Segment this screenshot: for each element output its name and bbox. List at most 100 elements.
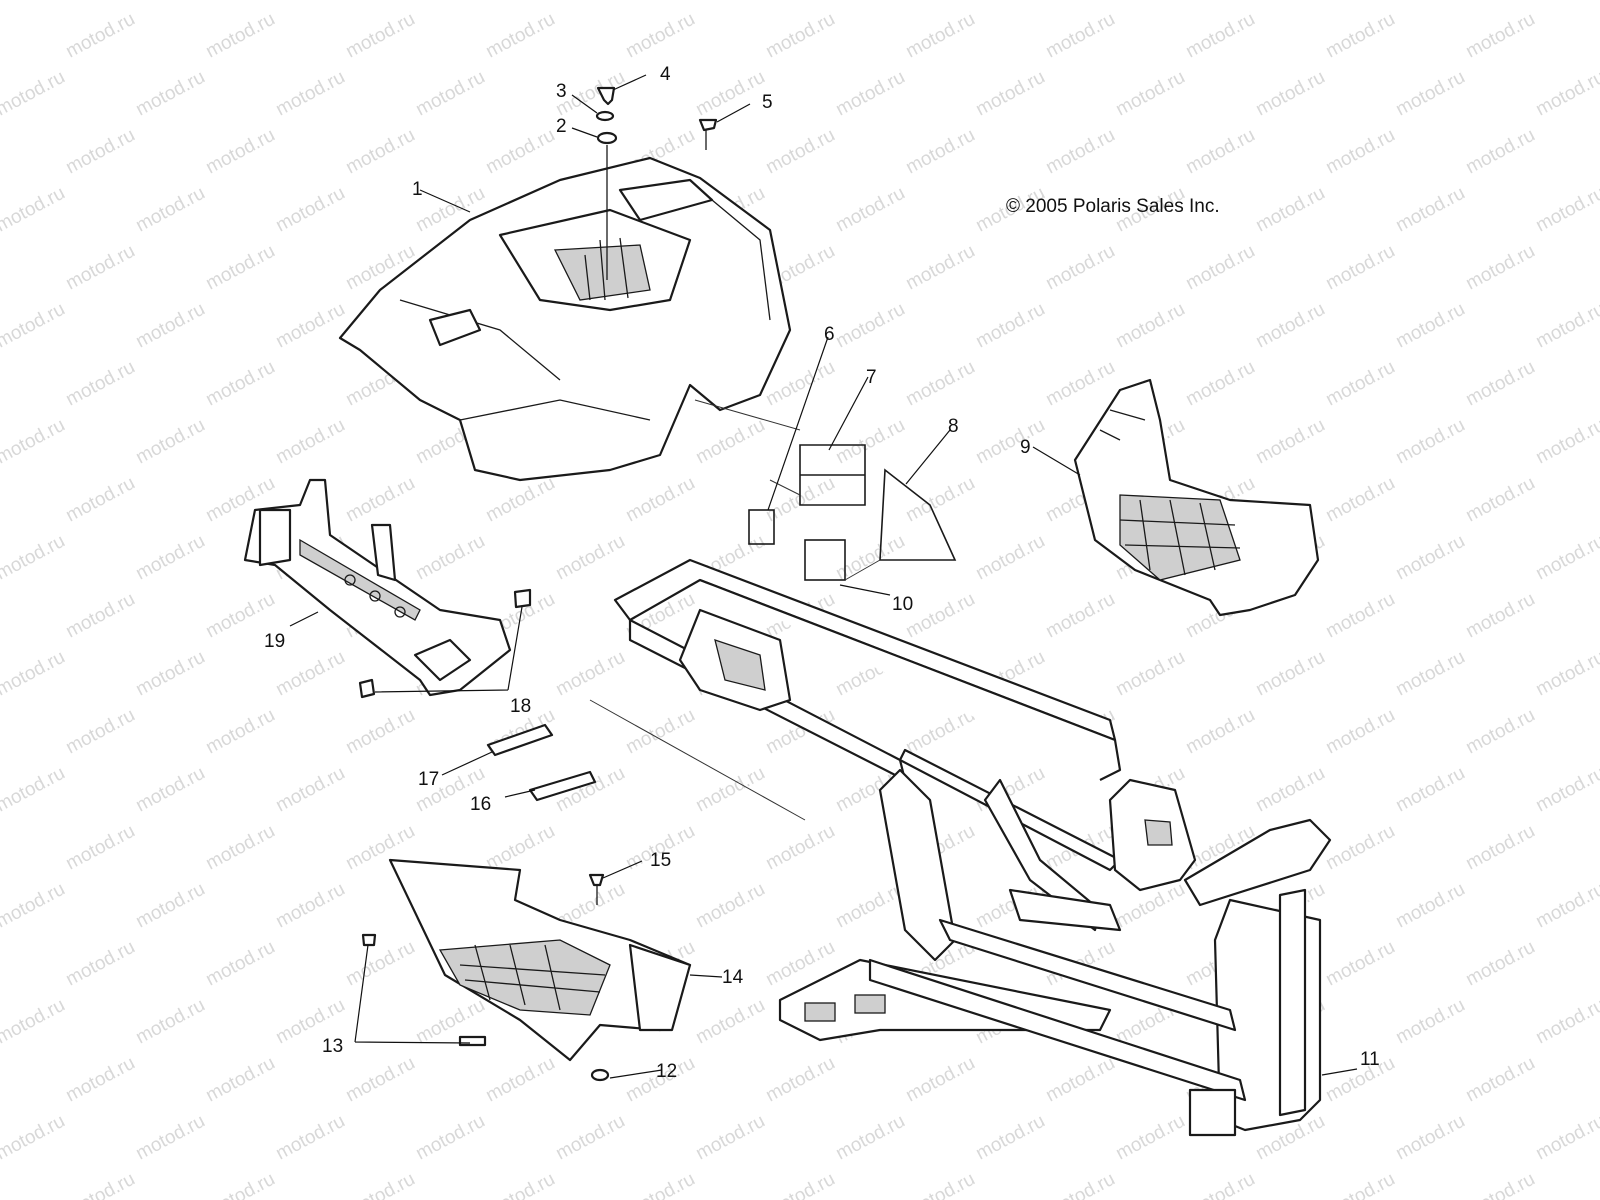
watermark-text: motod.ru xyxy=(1042,241,1118,295)
watermark-text: motod.ru xyxy=(622,1169,698,1200)
callout-10: 10 xyxy=(892,594,913,615)
watermark-text: motod.ru xyxy=(132,763,208,817)
fastener-parts xyxy=(361,873,610,1082)
watermark-text: motod.ru xyxy=(132,879,208,933)
watermark-text: motod.ru xyxy=(342,1053,418,1107)
watermark-text: motod.ru xyxy=(1182,357,1258,411)
watermark-text: motod.ru xyxy=(482,9,558,63)
callout-8: 8 xyxy=(948,416,959,437)
watermark-text: motod.ru xyxy=(202,125,278,179)
watermark-text: motod.ru xyxy=(1462,589,1538,643)
watermark-text: motod.ru xyxy=(1322,473,1398,527)
watermark-text: motod.ru xyxy=(1042,1169,1118,1200)
watermark-text: motod.ru xyxy=(482,125,558,179)
watermark-text: motod.ru xyxy=(342,937,418,991)
watermark-text: motod.ru xyxy=(972,299,1048,353)
watermark-text: motod.ru xyxy=(902,589,978,643)
callout-14: 14 xyxy=(722,967,744,988)
watermark-text: motod.ru xyxy=(132,995,208,1049)
watermark-text: motod.ru xyxy=(1252,67,1328,121)
watermark-text: motod.ru xyxy=(1112,67,1188,121)
watermark-text: motod.ru xyxy=(1042,9,1118,63)
watermark-text: motod.ru xyxy=(692,1111,768,1165)
watermark-text: motod.ru xyxy=(62,357,138,411)
watermark-text: motod.ru xyxy=(832,67,908,121)
watermark-text: motod.ru xyxy=(62,589,138,643)
watermark-text: motod.ru xyxy=(1392,879,1468,933)
watermark-text: motod.ru xyxy=(0,183,69,237)
watermark-text: motod.ru xyxy=(1322,589,1398,643)
callout-2: 2 xyxy=(556,116,567,137)
watermark-text: motod.ru xyxy=(1392,67,1468,121)
watermark-text: motod.ru xyxy=(1182,1169,1258,1200)
callout-16: 16 xyxy=(470,794,491,815)
watermark-text: motod.ru xyxy=(552,1111,628,1165)
watermark-text: motod.ru xyxy=(1462,9,1538,63)
watermark-text: motod.ru xyxy=(272,879,348,933)
watermark-text: motod.ru xyxy=(1042,125,1118,179)
watermark-text: motod.ru xyxy=(202,705,278,759)
callout-1: 1 xyxy=(412,179,423,200)
watermark-text: motod.ru xyxy=(622,9,698,63)
watermark-text: motod.ru xyxy=(1322,1169,1398,1200)
watermark-text: motod.ru xyxy=(412,0,488,4)
watermark-text: motod.ru xyxy=(1182,241,1258,295)
watermark-text: motod.ru xyxy=(1462,821,1538,875)
watermark-text: motod.ru xyxy=(202,241,278,295)
watermark-text: motod.ru xyxy=(0,67,69,121)
watermark-text: motod.ru xyxy=(412,1111,488,1165)
front-footwell-part xyxy=(1073,378,1320,617)
watermark-text: motod.ru xyxy=(272,67,348,121)
watermark-text: motod.ru xyxy=(1182,705,1258,759)
watermark-text: motod.ru xyxy=(902,1169,978,1200)
watermark-text: motod.ru xyxy=(1392,0,1468,4)
watermark-text: motod.ru xyxy=(342,473,418,527)
watermark-text: motod.ru xyxy=(622,473,698,527)
watermark-text: motod.ru xyxy=(1252,183,1328,237)
watermark-text: motod.ru xyxy=(1112,299,1188,353)
watermark-text: motod.ru xyxy=(1462,1169,1538,1200)
watermark-text: motod.ru xyxy=(552,0,628,4)
watermark-text: motod.ru xyxy=(272,647,348,701)
watermark-text: motod.ru xyxy=(62,705,138,759)
watermark-text: motod.ru xyxy=(272,0,348,4)
callout-18: 18 xyxy=(510,696,531,717)
watermark-text: motod.ru xyxy=(272,415,348,469)
watermark-text: motod.ru xyxy=(1252,763,1328,817)
watermark-text: motod.ru xyxy=(762,821,838,875)
bolt-parts xyxy=(358,588,532,699)
watermark-text: motod.ru xyxy=(0,1111,69,1165)
callout-3: 3 xyxy=(556,81,567,102)
watermark-text: motod.ru xyxy=(1532,995,1600,1049)
watermark-text: motod.ru xyxy=(62,821,138,875)
footrest-pad-parts xyxy=(486,723,597,802)
watermark-text: motod.ru xyxy=(132,183,208,237)
callout-17: 17 xyxy=(418,769,439,790)
decal-parts xyxy=(694,399,957,581)
watermark-text: motod.ru xyxy=(132,0,208,4)
watermark-text: motod.ru xyxy=(1042,357,1118,411)
callout-19: 19 xyxy=(264,631,285,652)
hardware-parts xyxy=(595,86,718,280)
leader-lines xyxy=(289,74,1358,1079)
watermark-text: motod.ru xyxy=(132,299,208,353)
watermark-text: motod.ru xyxy=(62,1169,138,1200)
watermark-text: motod.ru xyxy=(0,763,69,817)
watermark-text: motod.ru xyxy=(1322,937,1398,991)
watermark-text: motod.ru xyxy=(902,1053,978,1107)
watermark-text: motod.ru xyxy=(902,125,978,179)
watermark-text: motod.ru xyxy=(132,531,208,585)
watermark-text: motod.ru xyxy=(1322,357,1398,411)
watermark-text: motod.ru xyxy=(1462,473,1538,527)
watermark-text: motod.ru xyxy=(342,1169,418,1200)
watermark-text: motod.ru xyxy=(762,125,838,179)
watermark-text: motod.ru xyxy=(62,473,138,527)
watermark-text: motod.ru xyxy=(1392,299,1468,353)
watermark-text: motod.ru xyxy=(1392,995,1468,1049)
watermark-text: motod.ru xyxy=(762,1053,838,1107)
watermark-text: motod.ru xyxy=(692,995,768,1049)
watermark-text: motod.ru xyxy=(272,763,348,817)
watermark-text: motod.ru xyxy=(62,9,138,63)
watermark-text: motod.ru xyxy=(1392,763,1468,817)
